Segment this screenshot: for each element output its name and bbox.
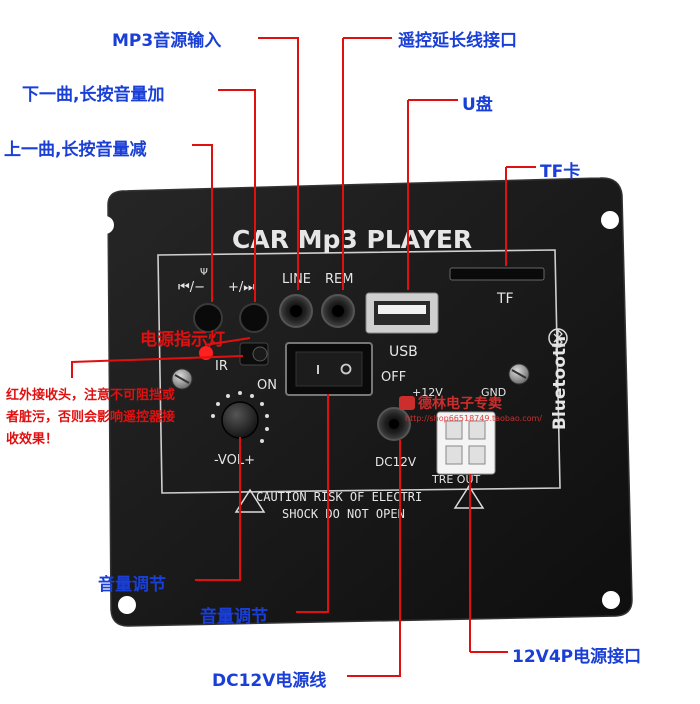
vol-label: -VOL+ xyxy=(214,453,255,468)
next-button xyxy=(239,303,269,333)
usb-label: USB xyxy=(389,344,418,360)
panel-title: CAR Mp3 PLAYER xyxy=(232,225,472,254)
mount-hole-tr xyxy=(601,211,619,229)
volume-knob xyxy=(221,401,259,439)
next-label: +/⏭ xyxy=(228,280,255,295)
watermark-url: http://shop66518749.taobao.com/ xyxy=(405,414,542,423)
callout-mp3-input: MP3音源输入 xyxy=(112,31,222,51)
mount-hole-tl xyxy=(96,216,114,234)
watermark-badge xyxy=(399,396,415,410)
bluetooth-icon xyxy=(548,328,568,348)
gnd-label: GND xyxy=(481,386,506,399)
bluetooth-mark: Bluetooth xyxy=(550,336,570,430)
watermark-shop: 德林电子专卖 xyxy=(418,395,502,412)
treout-label: TRE OUT xyxy=(431,473,481,486)
callout-volume-bottom: 音量调节 xyxy=(200,607,268,627)
rem-label: REM xyxy=(325,272,353,287)
mount-hole-bl xyxy=(118,596,136,614)
ir-label: IR xyxy=(215,359,228,374)
panel-outline xyxy=(157,249,561,494)
callout-prev-track: 上一曲,长按音量减 xyxy=(4,140,147,160)
callout-next-track: 下一曲,长按音量加 xyxy=(22,85,165,105)
dc12v-label: DC12V xyxy=(375,455,417,469)
power-switch xyxy=(295,351,363,387)
callout-ir-note: 红外接收头，注意不可阻挡或者脏污，否则会影响遥控器接收效果！ xyxy=(6,388,176,447)
volume-dial-dots xyxy=(211,391,269,443)
callout-tf-card: TF卡 xyxy=(540,162,581,182)
callout-dc-line: DC12V电源线 xyxy=(212,671,327,691)
caution-line-1: CAUTION RISK OF ELECTRI xyxy=(256,490,422,504)
callout-usb-disk: U盘 xyxy=(462,95,493,115)
callout-volume-left: 音量调节 xyxy=(98,575,166,595)
callout-remote-ext: 遥控延长线接口 xyxy=(398,31,517,51)
tf-slot xyxy=(449,267,545,281)
warning-triangle-left xyxy=(234,488,266,513)
callout-power-led: 电源指示灯 xyxy=(140,330,225,350)
bluetooth-label: Bluetooth xyxy=(550,336,570,430)
callout-lines xyxy=(71,37,536,677)
on-label: ON xyxy=(257,378,277,393)
prev-button xyxy=(193,303,223,333)
caution-line-2: SHOCK DO NOT OPEN xyxy=(282,507,405,521)
callout-power-4p: 12V4P电源接口 xyxy=(512,647,642,667)
off-label: OFF xyxy=(381,370,406,385)
prev-label: ⏮/− xyxy=(178,280,205,295)
tf-label: TF xyxy=(496,291,514,307)
svg-text:Ψ: Ψ xyxy=(200,267,208,278)
line-label: LINE xyxy=(282,272,311,287)
mount-hole-br xyxy=(602,591,620,609)
plus12v-label: +12V xyxy=(412,386,443,399)
